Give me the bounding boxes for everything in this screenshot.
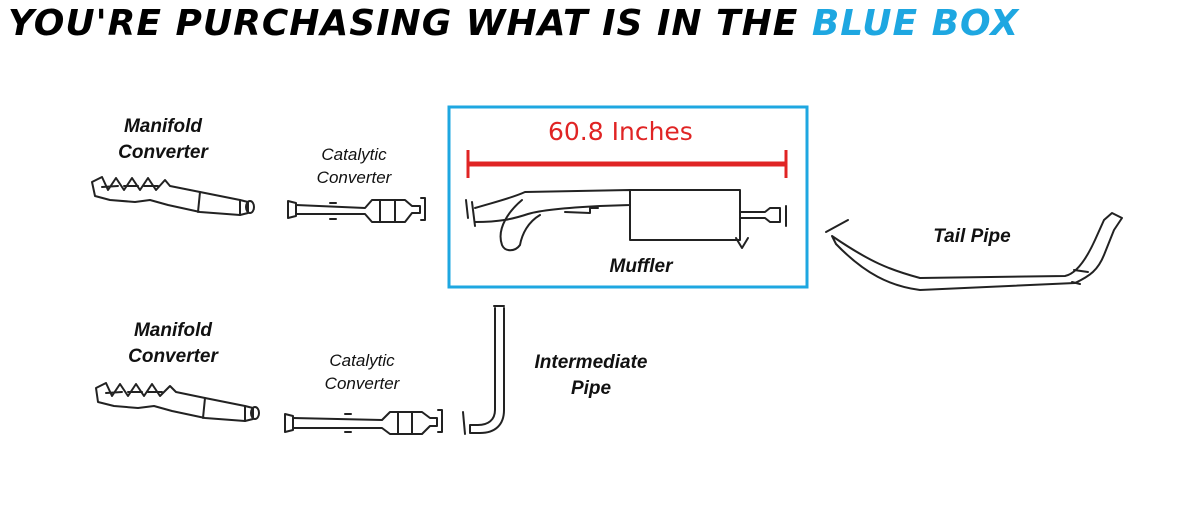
label-manifold-top-line2: Converter — [118, 142, 208, 163]
label-catalytic-top-line1: Catalytic — [321, 145, 387, 164]
intermediate-pipe — [462, 305, 505, 435]
measurement-line — [466, 150, 788, 178]
label-manifold-bottom-line2: Converter — [128, 346, 218, 367]
blue-box — [447, 105, 809, 289]
muffler-assembly — [465, 189, 787, 252]
catalytic-converter-bottom — [284, 409, 443, 435]
headline-highlight: BLUE BOX — [811, 3, 1020, 44]
label-catalytic-top-line2: Converter — [316, 168, 392, 187]
label-catalytic-bottom: Catalytic Converter — [308, 349, 416, 395]
label-intermediate-pipe: Intermediate Pipe — [518, 350, 664, 402]
measurement-label: 60.8 Inches — [548, 117, 693, 146]
label-manifold-top: Manifold Converter — [110, 114, 216, 166]
manifold-converter-bottom — [95, 382, 260, 422]
catalytic-converter-top — [287, 197, 426, 223]
label-muffler: Muffler — [609, 256, 673, 277]
label-catalytic-bottom-line1: Catalytic — [329, 351, 395, 370]
label-intermediate-line2: Pipe — [570, 378, 612, 399]
manifold-converter-top — [91, 176, 255, 216]
label-manifold-bottom: Manifold Converter — [118, 318, 228, 370]
label-tail-pipe: Tail Pipe — [933, 226, 1011, 247]
label-catalytic-top: Catalytic Converter — [300, 143, 408, 189]
label-intermediate-line1: Intermediate — [534, 352, 648, 373]
label-manifold-bottom-line1: Manifold — [133, 320, 213, 341]
tail-pipe — [825, 212, 1123, 291]
headline: YOU'RE PURCHASING WHAT IS IN THE BLUE BO… — [8, 4, 1019, 44]
headline-prefix: YOU'RE PURCHASING WHAT IS IN THE — [8, 3, 812, 44]
label-catalytic-bottom-line2: Converter — [324, 374, 400, 393]
label-manifold-top-line1: Manifold — [123, 116, 203, 137]
